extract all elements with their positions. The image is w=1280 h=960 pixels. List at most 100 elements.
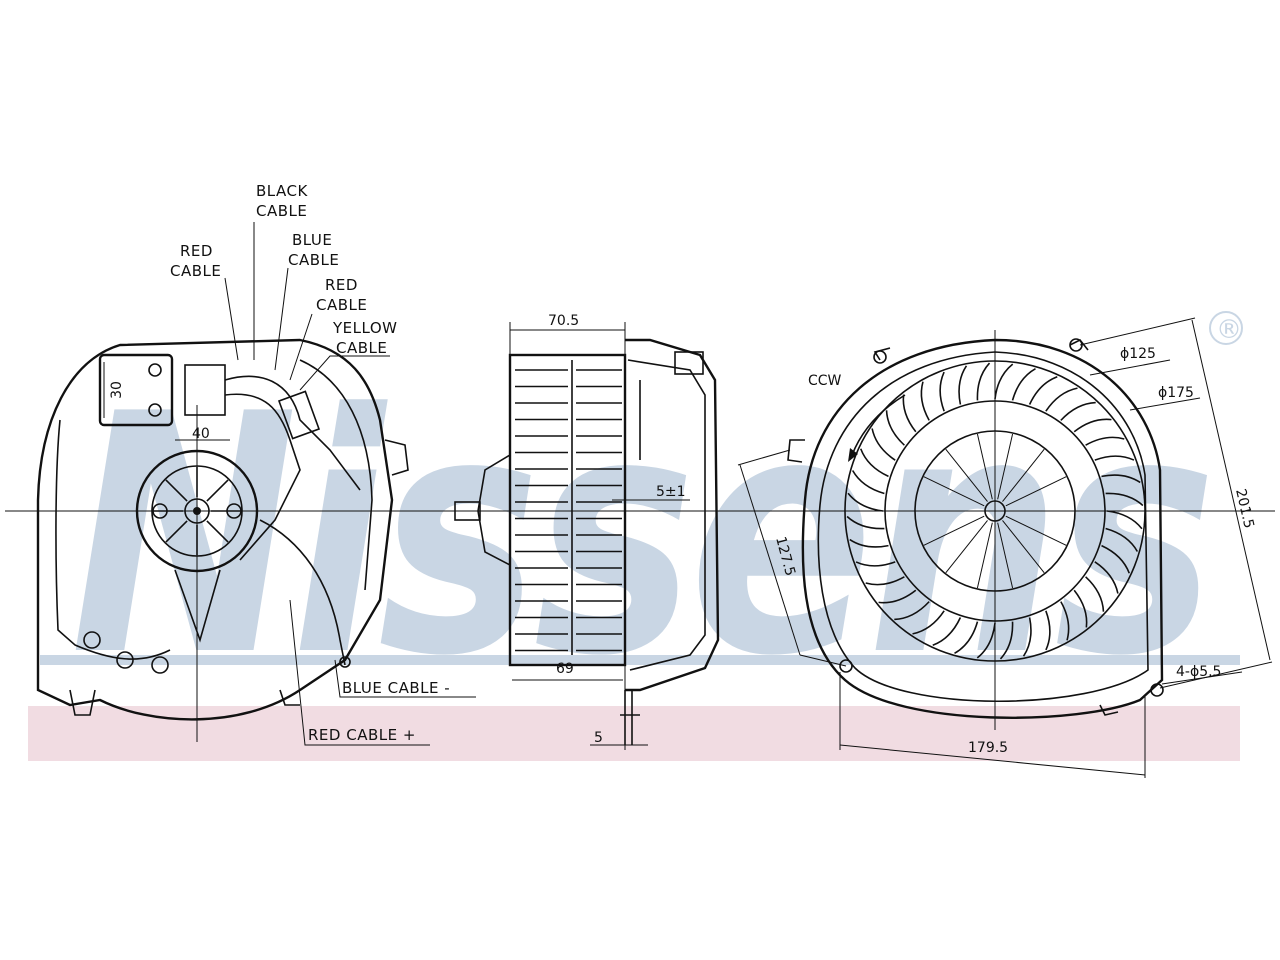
mount-hole-top-left	[873, 350, 887, 364]
impeller-blade	[885, 410, 905, 446]
impeller-blade	[894, 601, 930, 621]
hub-spoke	[1002, 448, 1045, 502]
leader-holes	[1161, 671, 1243, 685]
leader-red-cable-plus	[289, 599, 430, 746]
impeller-blade	[958, 365, 968, 405]
rotation-label: CCW	[808, 373, 842, 389]
impeller-blade	[902, 394, 917, 433]
dim-phi175-text: ϕ175	[1158, 385, 1194, 401]
housing-hole-4	[339, 656, 351, 668]
dim-201-5-text: 201.5	[1232, 487, 1257, 530]
impeller-blade	[912, 610, 945, 635]
motor-inner	[151, 465, 243, 557]
impeller-blade	[871, 428, 896, 461]
motor-hub-centre	[193, 507, 201, 515]
left-bottom-tab	[69, 689, 300, 716]
leader-phi175	[1129, 397, 1201, 411]
impeller-blade	[855, 561, 896, 567]
housing-hole-2	[116, 651, 134, 669]
dim-70-5-text: 70.5	[548, 313, 579, 329]
impeller-blade	[859, 448, 889, 478]
impeller-blade	[939, 371, 945, 412]
motor-spoke	[206, 479, 229, 502]
impeller-blade	[1045, 610, 1051, 651]
impeller-drum	[508, 353, 627, 667]
label-blue-cable-minus: BLUE CABLE -	[342, 679, 450, 697]
impeller-blade	[849, 538, 889, 548]
left-housing-bracket	[384, 439, 409, 476]
impeller-outer	[844, 360, 1146, 662]
hub-spoke	[997, 522, 1014, 589]
cable-bundle-2	[224, 393, 301, 561]
housing-hole-1	[83, 631, 101, 649]
motor-tail	[174, 569, 221, 643]
hub-spoke	[923, 515, 985, 546]
impeller-blade	[976, 362, 991, 401]
motor-spoke	[165, 520, 188, 543]
impeller-blade	[954, 621, 979, 655]
hub-spoke	[1002, 520, 1045, 574]
impeller-blade	[1101, 474, 1141, 484]
impeller-blade	[1105, 527, 1139, 552]
motor-outer	[135, 449, 259, 573]
connector-screw-top	[148, 363, 162, 377]
hub-centre	[984, 500, 1006, 522]
dim-201-5-line	[1191, 319, 1271, 661]
housing-hole-3	[151, 656, 169, 674]
motor-shaft	[454, 501, 481, 521]
dim-127-5-line	[739, 464, 801, 656]
dim-127-5-ext-top	[737, 449, 791, 466]
motor-spoke	[206, 520, 229, 543]
impeller-blades	[515, 369, 622, 652]
hub-spoke	[1005, 515, 1067, 546]
impeller-blade	[1073, 418, 1112, 433]
mount-hole-bottom-right	[1150, 683, 1164, 697]
hub-spoke	[945, 520, 988, 574]
hub-spoke	[945, 448, 988, 502]
middle-housing	[625, 338, 720, 692]
left-housing-outline	[36, 338, 394, 721]
impeller-blade	[878, 589, 917, 604]
impeller-blade	[976, 622, 996, 659]
impeller-blade	[1085, 576, 1105, 612]
middle-view: 70.5 69 5±1 5	[454, 313, 720, 750]
motor-spoke	[165, 479, 188, 502]
impeller-blade	[999, 621, 1014, 660]
impeller-blade	[1105, 492, 1144, 507]
impeller-blade	[1028, 375, 1058, 405]
impeller-blade	[1060, 401, 1096, 421]
hub-spoke	[976, 433, 993, 500]
label-red-cable-plus: RED CABLE +	[308, 726, 416, 744]
rotation-arrow-head	[848, 448, 858, 462]
dim-179-5-text: 179.5	[968, 740, 1008, 756]
impeller-blade	[932, 617, 962, 647]
hub-spokes	[916, 433, 1074, 589]
impeller-blades-right	[846, 362, 1144, 660]
dim-5-1-text: 5±1	[656, 484, 686, 500]
connector-block	[98, 353, 174, 427]
cable-lower	[259, 519, 346, 666]
impeller-blade	[920, 381, 930, 421]
scroll-housing-outer	[801, 338, 1164, 719]
hub-spoke	[1005, 476, 1067, 507]
dim-30-text: 30	[109, 381, 125, 399]
left-housing-inner	[55, 359, 373, 660]
impeller-blade	[1045, 387, 1078, 412]
connector-screw-bottom	[148, 403, 162, 417]
hub-spoke	[976, 522, 993, 589]
leader-red-cable-top	[224, 277, 239, 361]
dim-69-text: 69	[556, 661, 574, 677]
scroll-housing-inner	[817, 351, 1149, 703]
dim-holes-text: 4-ϕ5.5	[1176, 664, 1221, 680]
motor-cone	[477, 454, 511, 566]
leader-blue-cable-minus	[334, 659, 476, 698]
middle-connector	[674, 351, 704, 375]
rotation-arrow	[851, 394, 906, 456]
impeller-blade	[1101, 544, 1131, 574]
motor-spokes	[153, 467, 241, 555]
cable-connector	[277, 390, 321, 440]
middle-foot	[620, 690, 640, 745]
